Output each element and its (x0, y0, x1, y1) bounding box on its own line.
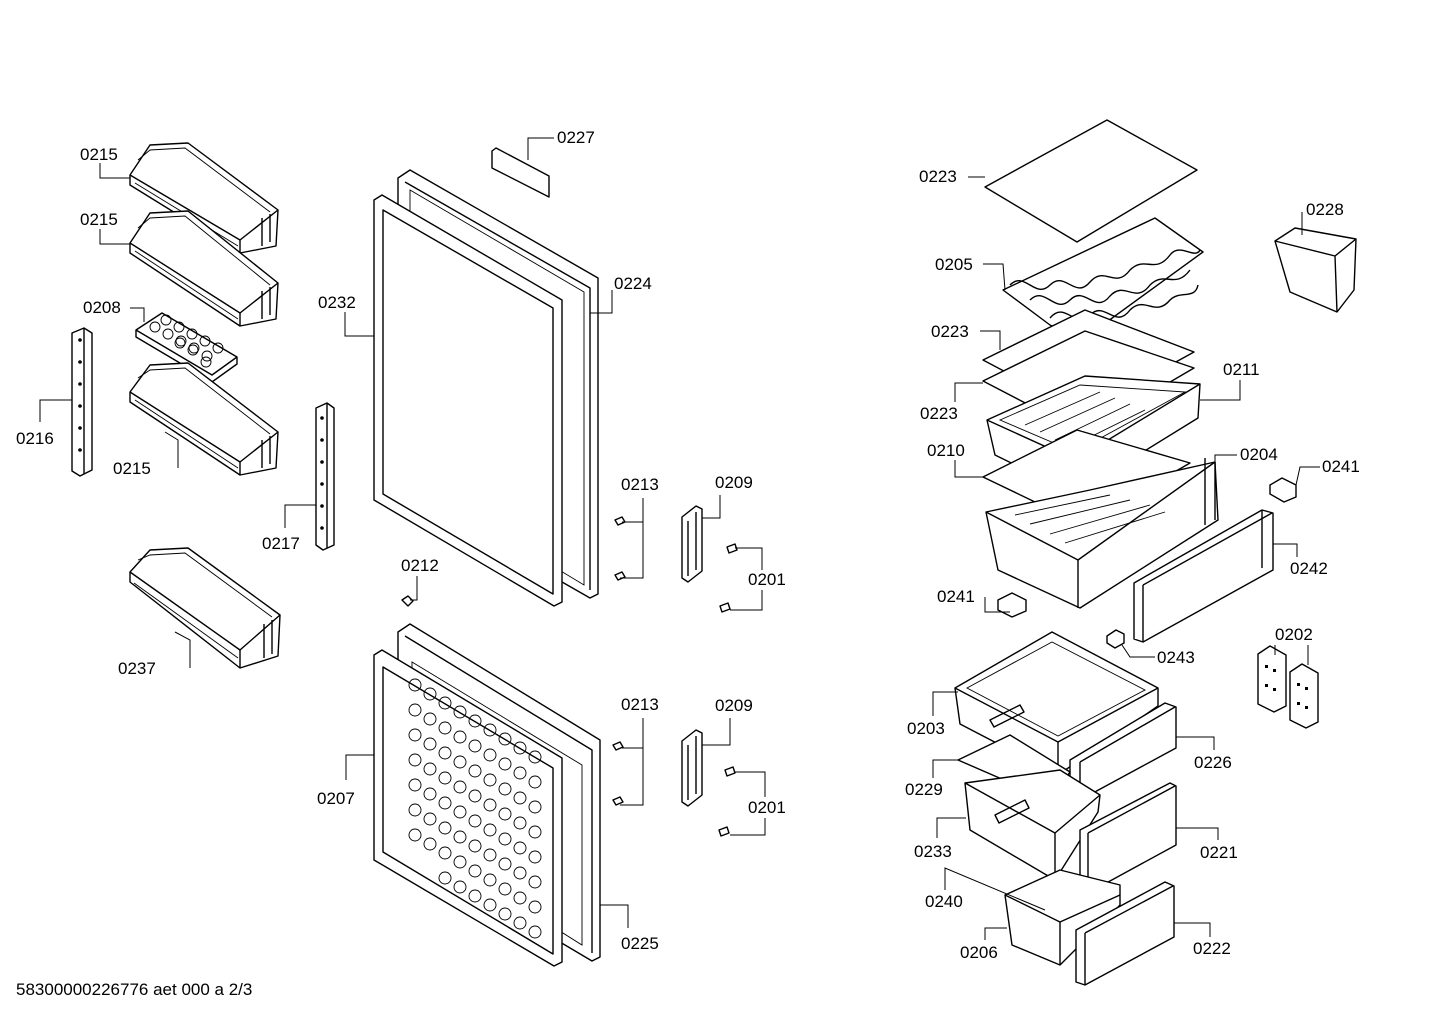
part-label-0205: 0205 (935, 255, 973, 274)
part-label-0209: 0209 (715, 473, 753, 492)
part-label-0225: 0225 (621, 934, 659, 953)
part-label-0223: 0223 (920, 404, 958, 423)
glass-shelf-part (984, 119, 1198, 243)
part-label-0243: 0243 (1157, 648, 1195, 667)
cover-cap-part (718, 543, 738, 837)
door-rail-part (71, 327, 93, 477)
part-label-0207: 0207 (317, 789, 355, 808)
door-shelf-part (129, 210, 279, 327)
freezer-drawer-part (964, 769, 1101, 881)
door-shelf-part (129, 362, 279, 476)
part-label-0206: 0206 (960, 943, 998, 962)
door-rail-part (315, 402, 335, 551)
part-label-0201: 0201 (748, 798, 786, 817)
part-label-0213: 0213 (621, 695, 659, 714)
part-label-0210: 0210 (927, 441, 965, 460)
part-label-0213: 0213 (621, 475, 659, 494)
drawer-front-part (1075, 881, 1175, 986)
bottle-shelf-part (129, 547, 281, 669)
part-label-0201: 0201 (748, 570, 786, 589)
ice-tray-part (1274, 227, 1357, 313)
part-label-0226: 0226 (1194, 753, 1232, 772)
upper-door-gasket-part (373, 194, 563, 607)
part-label-0221: 0221 (1200, 843, 1238, 862)
part-label-0216: 0216 (16, 429, 54, 448)
part-label-0212: 0212 (401, 556, 439, 575)
freezer-drawer-part (1004, 869, 1121, 966)
part-label-0203: 0203 (907, 719, 945, 738)
part-label-0233: 0233 (914, 842, 952, 861)
part-number-labels: 0215 0215 0208 0216 0215 0217 0237 0227 … (16, 128, 1360, 962)
door-label-part (491, 147, 550, 198)
egg-tray-part (135, 312, 238, 383)
hinge-clip-part (997, 477, 1297, 649)
part-label-0215: 0215 (113, 459, 151, 478)
part-label-0227: 0227 (557, 128, 595, 147)
drawer-front-part (1133, 509, 1274, 643)
part-label-0204: 0204 (1240, 445, 1278, 464)
part-label-0223: 0223 (931, 322, 969, 341)
part-label-0224: 0224 (614, 274, 652, 293)
lower-door-gasket-part (373, 649, 563, 967)
part-label-0237: 0237 (118, 659, 156, 678)
part-label-0208: 0208 (83, 298, 121, 317)
part-label-0211: 0211 (1223, 360, 1260, 379)
part-label-0209: 0209 (715, 696, 753, 715)
part-label-0241: 0241 (1322, 457, 1360, 476)
part-label-0215: 0215 (80, 210, 118, 229)
part-label-0241: 0241 (937, 587, 975, 606)
part-label-0223: 0223 (919, 167, 957, 186)
part-label-0228: 0228 (1306, 200, 1344, 219)
part-label-0229: 0229 (905, 780, 943, 799)
part-label-0215: 0215 (80, 145, 118, 164)
part-label-0232: 0232 (318, 293, 356, 312)
part-label-0242: 0242 (1290, 559, 1328, 578)
drawing-reference-code: 58300000226776 aet 000 a 2/3 (16, 980, 253, 999)
drawer-front-part (1079, 782, 1177, 894)
part-label-0240: 0240 (925, 892, 963, 911)
leader-lines (39, 137, 1320, 940)
door-handle-part (681, 505, 703, 807)
screw-part (401, 516, 626, 806)
part-label-0202: 0202 (1275, 625, 1313, 644)
part-label-0217: 0217 (262, 534, 300, 553)
part-label-0222: 0222 (1193, 939, 1231, 958)
drawer-cover-part (985, 458, 1219, 609)
cold-pack-part (1257, 645, 1319, 729)
